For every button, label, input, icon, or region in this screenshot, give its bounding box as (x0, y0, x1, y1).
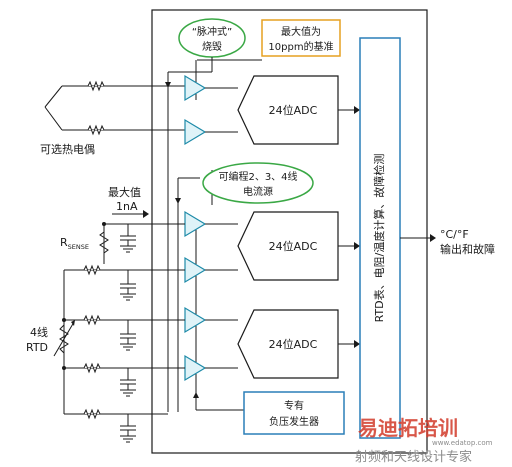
adc-processor-arrows (354, 106, 360, 348)
output-label-line2: 输出和故障 (440, 242, 495, 256)
rsense-label: RSENSE (60, 236, 89, 251)
adc-label-2: 24位ADC (269, 239, 318, 253)
current-arrow (143, 210, 149, 218)
adc-blocks (237, 75, 339, 379)
current-source-label-line2: 电流源 (243, 185, 273, 198)
amp-1 (184, 74, 207, 102)
adc-block-1 (237, 75, 339, 145)
adc-block-3 (237, 309, 339, 379)
rtd-wiring (53, 223, 185, 420)
processor-label: RTD表、电阻/温度计算、故障检测 (372, 154, 386, 323)
rtd-variable-arrow (71, 320, 75, 326)
current-source-label-line1: 可编程2、3、4线 (218, 170, 297, 183)
burnout-label-line1: “脉冲式” (192, 25, 232, 38)
amp-4 (184, 256, 207, 284)
adc-label-1: 24位ADC (269, 103, 318, 117)
processor-block (359, 37, 401, 439)
ground-symbols (120, 224, 136, 443)
ground-3 (120, 320, 136, 351)
thermocouple-wiring (44, 80, 185, 136)
amp-2 (184, 118, 207, 146)
neg-gen-label-line1: 专有 (284, 399, 304, 412)
neg-gen-label-line2: 负压发生器 (269, 415, 319, 428)
watermark-main: 射频和天线设计专家 (355, 449, 472, 465)
ground-4 (120, 368, 136, 397)
amp-6 (184, 354, 207, 382)
watermark: 易迪拓培训 www.edatop.com 射频和天线设计专家 (355, 416, 493, 465)
output-label-line1: °C/°F (440, 228, 469, 241)
rtd-junctions (62, 222, 106, 370)
output-arrow (430, 234, 436, 242)
amp-5 (184, 306, 207, 334)
amp-adc-wiring (205, 87, 238, 369)
adc-label-3: 24位ADC (269, 337, 318, 351)
adc-processor-wiring (338, 109, 354, 345)
reference-box (261, 19, 341, 57)
amplifiers (184, 74, 207, 382)
max-current-label-line2: 1nA (116, 200, 138, 213)
rtd-label-line2: RTD (26, 341, 48, 354)
thermocouple-label: 可选热电偶 (40, 143, 95, 156)
adc-block-2 (237, 211, 339, 281)
ground-5 (120, 414, 136, 443)
ground-2 (120, 270, 136, 301)
amp-3 (184, 210, 207, 238)
bus-arrows (165, 82, 199, 398)
max-current-label-line1: 最大值 (108, 185, 141, 199)
ground-1 (120, 224, 136, 253)
reference-label-line2: 10ppm的基准 (268, 40, 333, 53)
chip-boundary (151, 9, 428, 454)
negative-voltage-generator (243, 391, 345, 435)
current-source-bubble (202, 162, 314, 204)
burnout-label-line2: 烧毁 (202, 40, 222, 53)
watermark-sub: 易迪拓培训 (358, 416, 458, 440)
watermark-site: www.edatop.com (432, 439, 493, 447)
reference-label-line1: 最大值为 (281, 25, 321, 38)
rtd-label-line1: 4线 (30, 325, 48, 339)
